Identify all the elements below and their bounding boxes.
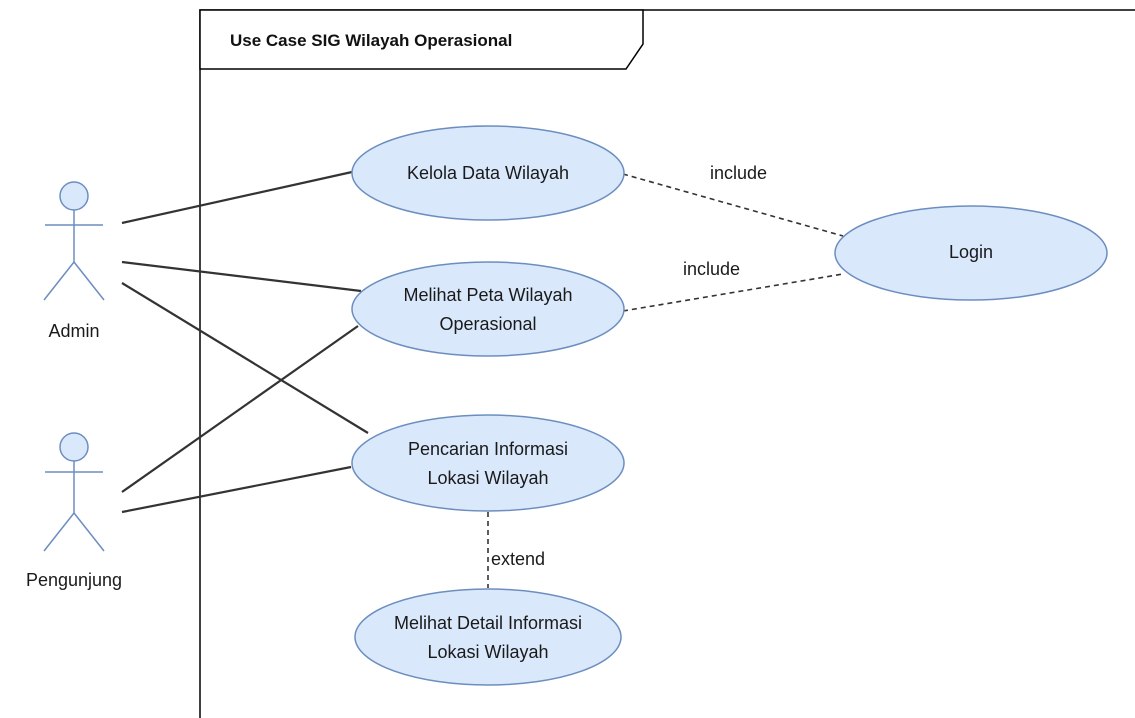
- include-kelola-login: [622, 173, 844, 237]
- use-case-kelola-data-wilayah[interactable]: Kelola Data Wilayah: [351, 125, 625, 221]
- frame-border: [199, 9, 1135, 718]
- use-case-label: Kelola Data Wilayah: [407, 163, 569, 183]
- assoc-admin-pencarian: [121, 282, 369, 434]
- frame-title-tab: [199, 9, 644, 70]
- stick-figure-icon: [43, 432, 105, 552]
- associations: [121, 170, 369, 514]
- use-case-melihat-detail-informasi[interactable]: Melihat Detail Informasi Lokasi Wilayah: [354, 588, 622, 686]
- frame-title: Use Case SIG Wilayah Operasional: [230, 31, 512, 50]
- use-case-label-line-1: Melihat Peta Wilayah: [403, 285, 572, 305]
- actor-label: Pengunjung: [26, 570, 122, 590]
- assoc-admin-melihat-peta: [121, 260, 362, 293]
- include-label-2: include: [683, 259, 740, 279]
- include-melihat-peta-login: [622, 273, 844, 312]
- actor-pengunjung[interactable]: Pengunjung: [26, 432, 122, 590]
- use-case-label-line-2: Operasional: [439, 314, 536, 334]
- use-case-label-line-2: Lokasi Wilayah: [427, 642, 548, 662]
- use-case-label-line-1: Melihat Detail Informasi: [394, 613, 582, 633]
- assoc-pengunjung-melihat-peta: [121, 325, 359, 493]
- use-case-ellipse: [351, 414, 625, 512]
- stick-figure-icon: [43, 181, 105, 301]
- system-frame: Use Case SIG Wilayah Operasional: [199, 9, 1135, 718]
- extend-label: extend: [491, 549, 545, 569]
- assoc-pengunjung-pencarian: [121, 465, 352, 514]
- use-case-label-line-1: Pencarian Informasi: [408, 439, 568, 459]
- use-case-ellipse: [351, 125, 625, 221]
- use-case-login[interactable]: Login: [834, 205, 1108, 301]
- use-case-melihat-peta-wilayah[interactable]: Melihat Peta Wilayah Operasional: [351, 261, 625, 357]
- use-case-label: Login: [949, 242, 993, 262]
- use-case-label-line-2: Lokasi Wilayah: [427, 468, 548, 488]
- assoc-admin-kelola: [121, 170, 353, 225]
- actor-label: Admin: [48, 321, 99, 341]
- include-label-1: include: [710, 163, 767, 183]
- use-case-ellipse: [351, 261, 625, 357]
- use-case-ellipse: [354, 588, 622, 686]
- use-case-pencarian-informasi[interactable]: Pencarian Informasi Lokasi Wilayah: [351, 414, 625, 512]
- actor-admin[interactable]: Admin: [43, 181, 105, 341]
- dependencies: [487, 173, 844, 588]
- use-case-ellipse: [834, 205, 1108, 301]
